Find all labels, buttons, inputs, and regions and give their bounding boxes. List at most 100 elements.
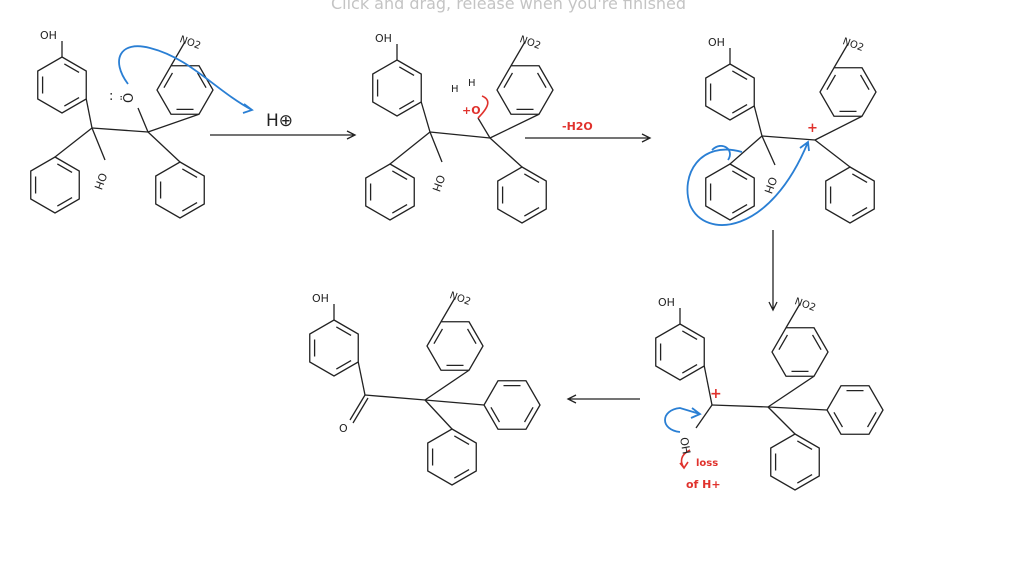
ring-outline [655, 323, 705, 381]
bond [703, 365, 713, 406]
nitro-label: NO2 [178, 34, 202, 52]
no2-bond [785, 303, 801, 329]
benzene-ring [705, 163, 755, 221]
benzene-ring [37, 56, 87, 114]
reaction-arrows [210, 130, 778, 404]
benzene-ring [825, 166, 875, 224]
proton-label: H⊕ [266, 111, 293, 131]
double-bond [336, 359, 352, 370]
c-oh-bond [91, 127, 106, 161]
reaction-arrow-left [566, 394, 640, 404]
bond [147, 131, 181, 163]
ring-outline [771, 327, 829, 377]
double-bond [732, 170, 748, 181]
benzene-ring [372, 59, 422, 117]
bond [420, 101, 431, 133]
bond [767, 375, 815, 408]
double-bond [826, 74, 837, 90]
carbocation-plus: + [710, 386, 722, 402]
curly-arrow-loss-h [679, 449, 691, 470]
c-oh-bond [695, 404, 713, 429]
bond [424, 399, 485, 406]
benzene-ring [826, 385, 884, 435]
c-o-bond [137, 107, 149, 133]
hydroxyl-label: OH [677, 436, 693, 455]
ring-outline [705, 163, 755, 221]
double-bond [399, 99, 415, 110]
double-bond [336, 326, 352, 337]
ring-outline [365, 163, 415, 221]
double-bond [57, 196, 73, 207]
hydroxyl-oxygen: Ö [120, 93, 137, 103]
benzene-ring [30, 156, 80, 214]
ring-outline [819, 67, 877, 117]
double-bond [433, 328, 444, 344]
double-bond [454, 435, 470, 446]
double-bond [852, 206, 868, 217]
bond [814, 115, 863, 141]
hydroxyl-label: OH [312, 292, 329, 305]
bond [767, 406, 828, 411]
benzene-ring [819, 67, 877, 117]
double-bond [797, 473, 813, 484]
no2-bond [440, 297, 456, 323]
benzene-ring [705, 63, 755, 121]
double-bond [196, 72, 207, 88]
double-bond [852, 173, 868, 184]
loss-label: loss [696, 458, 718, 469]
curly-arrow-oxygen [664, 407, 702, 433]
c-oh-bond [429, 131, 443, 163]
minus-water-label: -H2O [562, 120, 593, 133]
nitro-label: NO2 [841, 36, 865, 54]
ring-outline [705, 63, 755, 121]
benzene-ring [496, 65, 554, 115]
no2-bond [510, 41, 526, 67]
c-o-bond [477, 117, 491, 139]
hydroxyl-label: OH [375, 32, 392, 45]
benzene-ring [483, 380, 541, 430]
double-bond [64, 63, 80, 74]
central-bond [364, 394, 426, 401]
double-bond [64, 96, 80, 107]
hydroxyl-label: OH [40, 29, 57, 42]
curly-arrow-phenyl-shift [686, 140, 810, 226]
double-bond [466, 328, 477, 344]
double-bond [524, 173, 540, 184]
double-bond [732, 203, 748, 214]
reaction-arrow-down [768, 230, 778, 312]
double-bond [797, 440, 813, 451]
ring-outline [309, 319, 359, 377]
double-bond [392, 170, 408, 181]
bonds [30, 41, 884, 491]
central-bond [711, 404, 769, 408]
ring-outline [826, 385, 884, 435]
ring-outline [825, 166, 875, 224]
central-bond [91, 127, 149, 133]
bond [389, 131, 431, 165]
bond [357, 361, 366, 396]
double-bond [454, 468, 470, 479]
carbonyl-bond-2 [352, 397, 369, 424]
oxonium-label: +O [462, 104, 481, 117]
ring-outline [372, 59, 422, 117]
double-bond [392, 203, 408, 214]
c-oh-bond [761, 135, 776, 166]
curly-arrows [118, 45, 810, 433]
hydroxyl-label: OH [658, 296, 675, 309]
curly-arrow-leaving-water [477, 95, 489, 119]
double-bond [811, 334, 822, 350]
bond [85, 98, 93, 129]
double-bond [524, 206, 540, 217]
double-bond [182, 168, 198, 179]
benzene-ring [771, 327, 829, 377]
carbonyl-bond [349, 394, 366, 421]
double-bond [503, 72, 514, 88]
bond [147, 113, 200, 133]
benzene-ring [770, 433, 820, 491]
nitro-label: NO2 [448, 290, 472, 308]
reaction-arrow-1 [210, 130, 357, 140]
benzene-ring [426, 321, 484, 371]
ring-outline [155, 161, 205, 219]
